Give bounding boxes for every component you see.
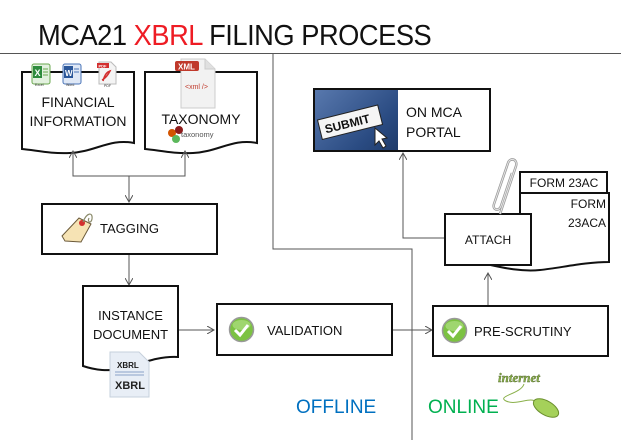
- submit-portal-line1: ON MCA: [406, 104, 462, 120]
- xml-tag-text: <xml />: [185, 84, 208, 91]
- word-icon: W Word: [62, 63, 82, 87]
- svg-text:Word: Word: [66, 83, 74, 87]
- form-23aca-line2: 23ACA: [567, 216, 606, 230]
- xml-badge-text: XML: [178, 63, 195, 72]
- tagging-label: TAGGING: [100, 221, 159, 236]
- excel-icon: X Excel: [31, 63, 51, 87]
- offline-zone-label: OFFLINE: [296, 397, 377, 418]
- title-part-mca21: MCA21: [38, 20, 127, 52]
- online-zone-label: ONLINE: [428, 397, 499, 418]
- form-23aca-label: FORM 23ACA: [540, 195, 606, 233]
- form-23aca-line1: FORM: [570, 197, 606, 211]
- xbrl-file-label: XBRL: [115, 380, 145, 392]
- instance-document-line1: INSTANCE: [98, 308, 163, 323]
- title-part-filing: FILING PROCESS: [209, 20, 432, 52]
- page-title: MCA21 XBRL FILING PROCESS: [38, 20, 432, 52]
- pre-scrutiny-label: PRE-SCRUTINY: [474, 324, 572, 339]
- svg-text:X: X: [35, 68, 41, 78]
- svg-text:Excel: Excel: [35, 83, 44, 87]
- paperclip-icon: [490, 158, 522, 216]
- financial-information-line2: INFORMATION: [29, 113, 127, 129]
- taxonomy-logo-icon: taxonomy: [166, 125, 226, 145]
- financial-information-line1: FINANCIAL: [41, 94, 115, 110]
- submit-portal-line2: PORTAL: [406, 124, 461, 140]
- svg-text:PDF: PDF: [99, 63, 108, 68]
- internet-mouse-icon: internet: [496, 368, 571, 423]
- tagging-box: [41, 203, 218, 255]
- edge-attach-submit: [403, 153, 445, 239]
- submit-portal-label: ON MCA PORTAL: [406, 102, 462, 142]
- pdf-icon: PDF PDF: [96, 60, 118, 88]
- financial-information-label: FINANCIAL INFORMATION: [22, 93, 134, 131]
- instance-document-line2: DOCUMENT: [92, 327, 169, 342]
- internet-badge-text: internet: [498, 370, 540, 385]
- submit-button-icon: SUBMIT: [315, 90, 398, 150]
- instance-document-label: INSTANCE DOCUMENT: [83, 306, 178, 344]
- check-icon: [228, 316, 255, 343]
- xml-file-icon: XML <xml />: [173, 58, 217, 110]
- title-underline: [0, 53, 621, 54]
- validation-label: VALIDATION: [267, 323, 343, 338]
- taxonomy-label: TAXONOMY: [161, 111, 241, 127]
- edge-financial-taxonomy-merge: [72, 152, 186, 177]
- svg-text:W: W: [65, 69, 73, 78]
- attach-label: ATTACH: [464, 233, 512, 247]
- attach-box-shape: [444, 213, 532, 266]
- svg-text:PDF: PDF: [104, 84, 111, 88]
- tag-icon: [59, 210, 101, 244]
- taxonomy-logo-text: taxonomy: [181, 130, 214, 139]
- title-part-xbrl: XBRL: [133, 20, 203, 52]
- xbrl-file-icon: XBRL XBRL: [109, 351, 151, 398]
- xbrl-logo-text: XBRL: [117, 361, 139, 370]
- check-icon: [441, 317, 468, 344]
- zone-divider: [272, 54, 413, 440]
- form-23ac-label: FORM 23AC: [529, 176, 599, 190]
